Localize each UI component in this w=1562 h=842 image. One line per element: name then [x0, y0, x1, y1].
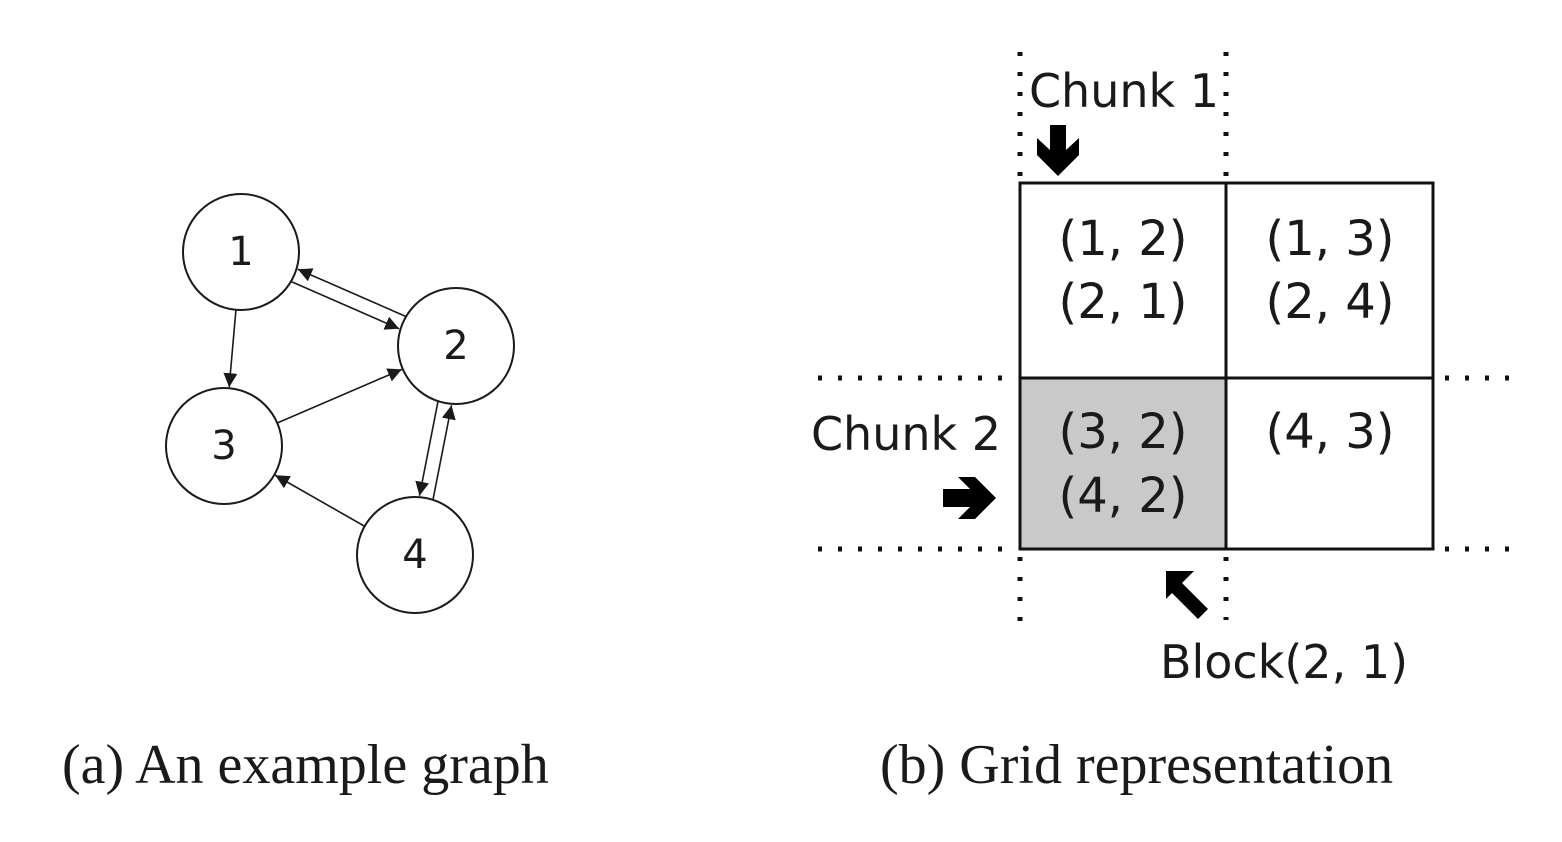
chunk-guides: [818, 52, 1525, 630]
node-label: 2: [443, 323, 468, 369]
cell-edge: (4, 2): [1058, 468, 1187, 524]
node-circle: [165, 387, 283, 505]
grid-cell-2-2: (4, 3): [1265, 404, 1394, 460]
cell-edge: (2, 1): [1058, 274, 1187, 330]
node-circle: [356, 496, 474, 614]
example-graph: 1 2 3 4: [165, 193, 515, 614]
edge-3-to-2: [276, 368, 403, 424]
edge-2-to-1: [297, 268, 406, 318]
arrow-down-icon: [1037, 125, 1079, 176]
highlighted-block: [1020, 378, 1226, 549]
arrow-up-left-icon: [1166, 571, 1208, 619]
grid-cell-1-2: (1, 3) (2, 4): [1265, 211, 1394, 330]
caption-a: (a) An example graph: [62, 734, 549, 796]
graph-node-2: 2: [397, 287, 515, 405]
edge-4-to-2: [432, 405, 456, 500]
block-label: Block(2, 1): [1160, 635, 1408, 689]
cell-edge: (1, 2): [1058, 211, 1187, 267]
cell-edge: (4, 3): [1265, 404, 1394, 460]
graph-node-4: 4: [356, 496, 474, 614]
edge-4-to-3: [274, 474, 366, 527]
node-circle: [182, 193, 300, 311]
cell-edge: (2, 4): [1265, 274, 1394, 330]
edge-1-to-3: [223, 309, 238, 388]
cell-edge: (3, 2): [1058, 404, 1187, 460]
grid-cell-1-1: (1, 2) (2, 1): [1058, 211, 1187, 330]
node-label: 3: [211, 423, 236, 469]
node-circle: [397, 287, 515, 405]
graph-node-1: 1: [182, 193, 300, 311]
chunk2-label: Chunk 2: [811, 407, 1001, 461]
caption-b: (b) Grid representation: [880, 734, 1393, 796]
node-label: 4: [402, 532, 427, 578]
graph-node-3: 3: [165, 387, 283, 505]
cell-edge: (1, 3): [1265, 211, 1394, 267]
grid-cell-2-1: (3, 2) (4, 2): [1058, 404, 1187, 524]
grid-representation: (1, 2) (2, 1) (1, 3) (2, 4) (3, 2) (4, 2…: [811, 52, 1525, 689]
edge-1-to-2: [291, 280, 400, 330]
arrow-right-icon: [943, 477, 996, 519]
graph-edges: [223, 268, 456, 527]
chunk1-label: Chunk 1: [1029, 64, 1219, 118]
edge-2-to-4: [415, 401, 439, 496]
node-label: 1: [228, 229, 253, 275]
